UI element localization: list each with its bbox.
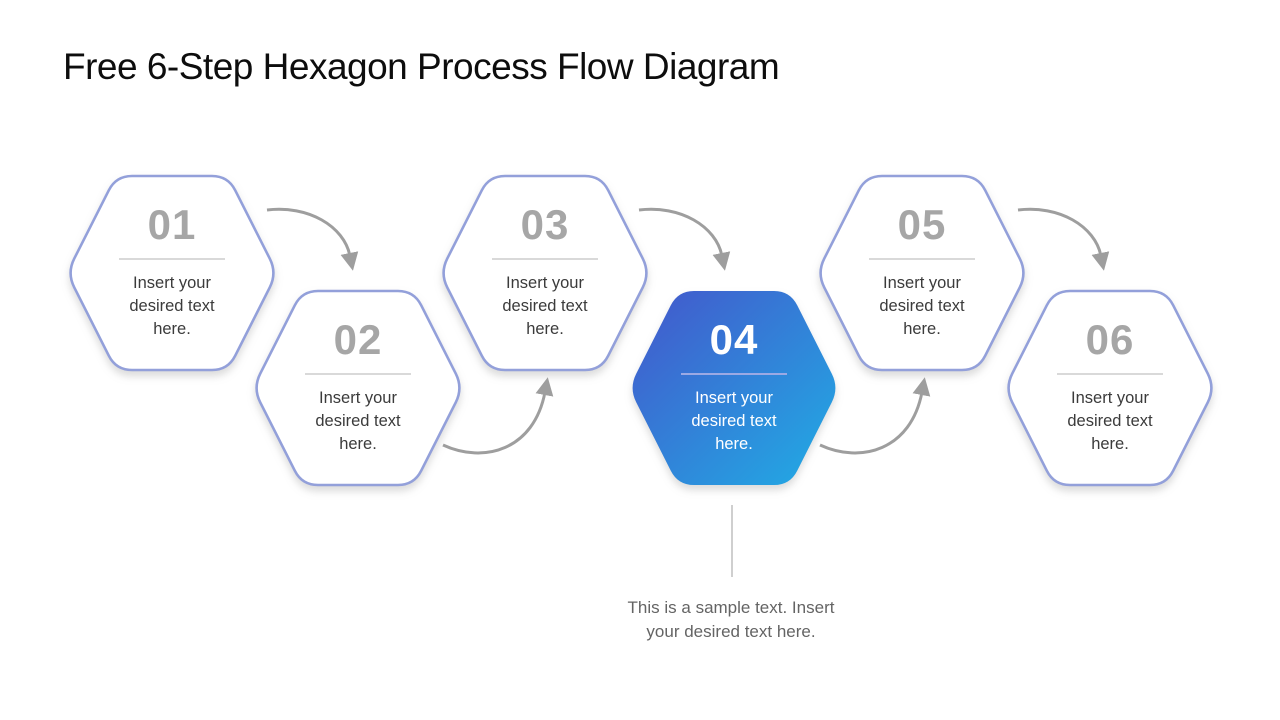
callout-sample-text: This is a sample text. Insert your desir… — [627, 598, 835, 641]
slide-title: Free 6-Step Hexagon Process Flow Diagram — [63, 46, 780, 87]
hexagon-shape-2[interactable] — [255, 289, 461, 487]
hexagon-shape-6[interactable] — [1007, 289, 1213, 487]
flow-arrow-5-to-6 — [1017, 207, 1110, 271]
hexagon-shape-1[interactable] — [69, 174, 275, 372]
flow-arrow-3-to-4 — [638, 207, 731, 271]
hexagon-shape-3[interactable] — [442, 174, 648, 372]
hexagon-shape-5[interactable] — [819, 174, 1025, 372]
flow-arrow-2-to-3 — [442, 377, 554, 455]
callout-connector-line — [731, 505, 733, 577]
flow-arrow-1-to-2 — [266, 207, 359, 271]
flow-arrow-4-to-5 — [819, 377, 931, 455]
hexagon-shape-4[interactable] — [632, 291, 836, 485]
